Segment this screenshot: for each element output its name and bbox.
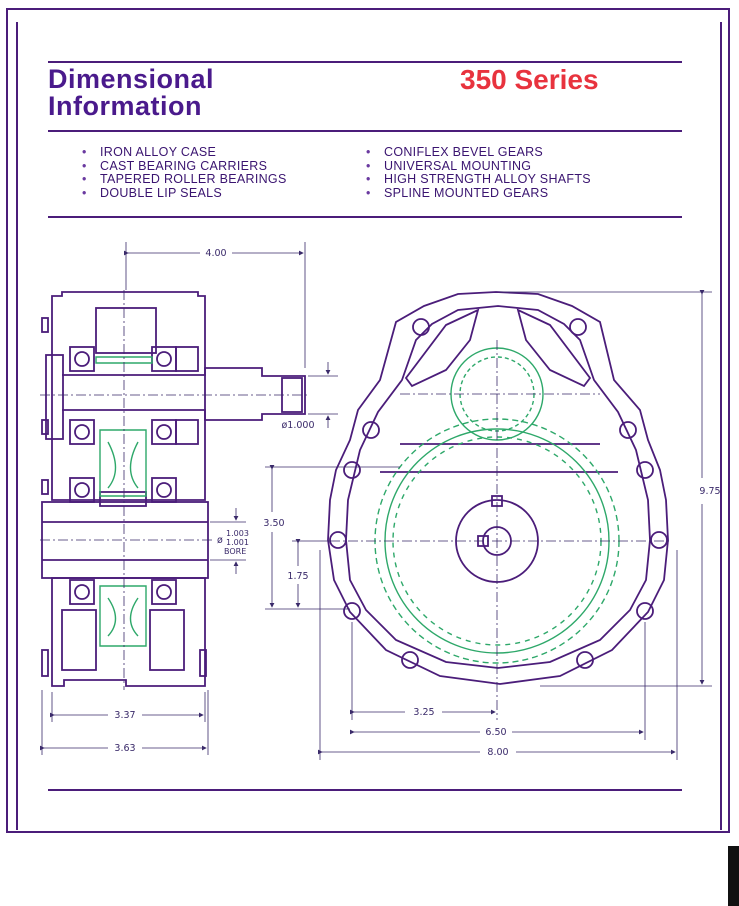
front-view (327, 291, 669, 685)
side-view-gears (95, 356, 153, 647)
feature-item: UNIVERSAL MOUNTING (366, 159, 591, 174)
feature-item: DOUBLE LIP SEALS (82, 186, 287, 201)
header-rule-bottom (48, 130, 682, 132)
page-title: Dimensional Information (48, 66, 214, 120)
dim-bore-lower: 1.001 (226, 538, 249, 547)
footer-rule (48, 789, 682, 791)
features-rule (48, 216, 682, 218)
header-rule-top (48, 61, 682, 63)
dim-bore-label: BORE (224, 547, 246, 556)
dim-side-width-inner: 3.37 (114, 710, 135, 721)
dim-front-total-width: 8.00 (487, 747, 508, 758)
dim-top-width: 4.00 (205, 248, 226, 259)
feature-list-right: CONIFLEX BEVEL GEARS UNIVERSAL MOUNTING … (366, 145, 591, 201)
dim-bore-upper: 1.003 (226, 529, 249, 538)
dim-shaft-diameter: ø1.000 (281, 420, 314, 431)
feature-item: TAPERED ROLLER BEARINGS (82, 173, 287, 187)
feature-item: CONIFLEX BEVEL GEARS (366, 145, 591, 160)
dim-height-center: 3.50 (263, 518, 284, 529)
side-view (41, 291, 306, 687)
feature-item: SPLINE MOUNTED GEARS (366, 186, 591, 201)
dim-height-lower: 1.75 (287, 571, 308, 582)
dim-side-width-outer: 3.63 (114, 743, 135, 754)
feature-list-left: IRON ALLOY CASE CAST BEARING CARRIERS TA… (82, 145, 287, 201)
page-edge-shadow (728, 846, 739, 906)
dim-bore-prefix: ø (217, 535, 223, 546)
dim-front-bolt-width: 6.50 (485, 727, 506, 738)
title-line-1: Dimensional (48, 64, 215, 94)
series-label: 350 Series (460, 64, 599, 95)
dim-front-half-width: 3.25 (413, 707, 434, 718)
content-border (16, 22, 722, 830)
page-frame (6, 8, 730, 833)
feature-item: HIGH STRENGTH ALLOY SHAFTS (366, 173, 591, 187)
dim-front-height: 9.75 (699, 486, 720, 497)
feature-item: IRON ALLOY CASE (82, 145, 287, 160)
title-line-2: Information (48, 91, 202, 121)
feature-item: CAST BEARING CARRIERS (82, 159, 287, 174)
